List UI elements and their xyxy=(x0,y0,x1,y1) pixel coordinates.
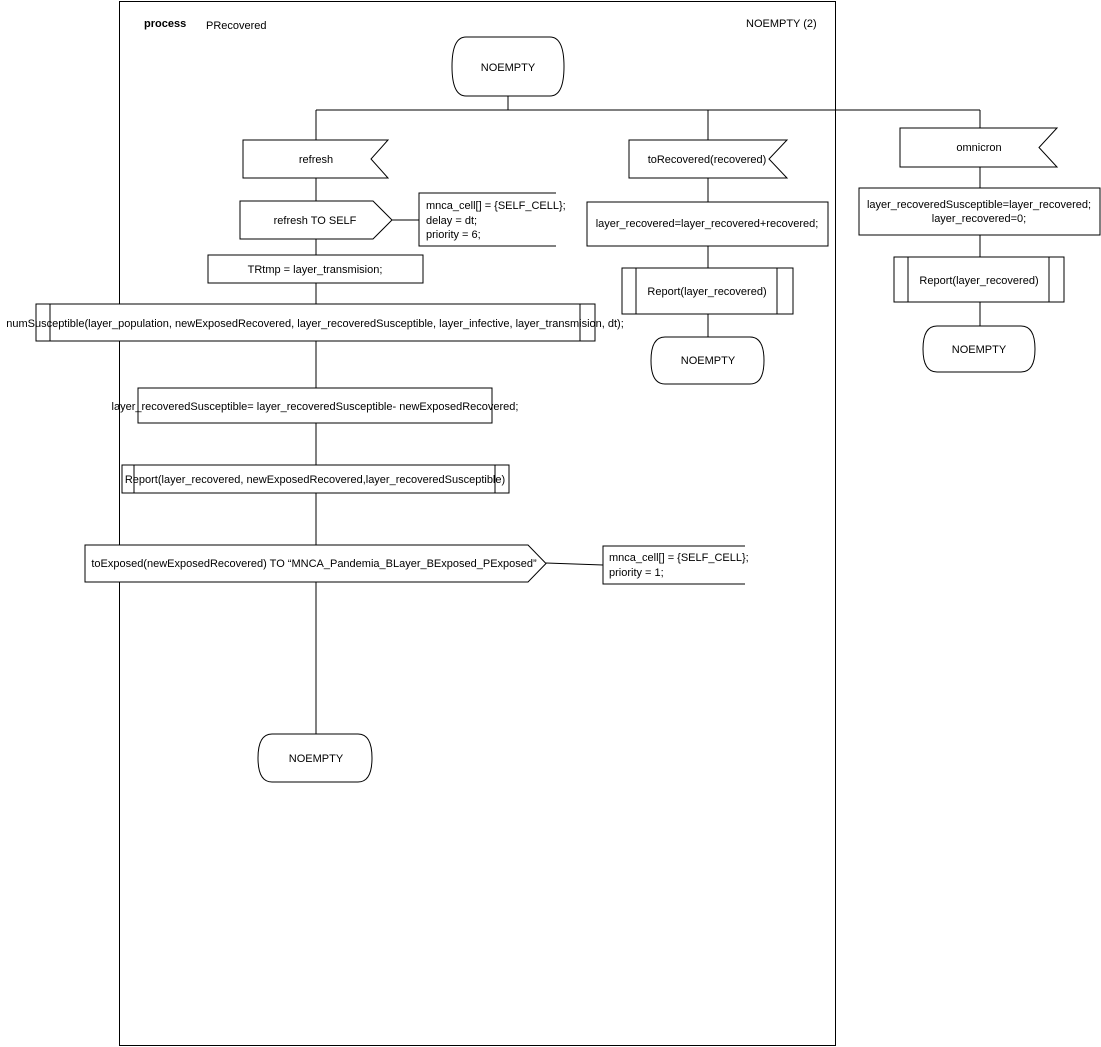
state-label: NOEMPTY xyxy=(289,753,344,765)
output-signal-shape xyxy=(84,544,547,583)
procedure-call-shape xyxy=(621,267,794,315)
input-signal-shape xyxy=(242,139,390,179)
task-label: layer_recovered=layer_recovered+recovere… xyxy=(596,218,819,230)
call-report-refresh[interactable]: Report(layer_recovered, newExposedRecove… xyxy=(121,464,510,494)
page-label: NOEMPTY (2) xyxy=(746,18,817,30)
process-frame xyxy=(119,1,836,1046)
state-shape xyxy=(451,36,565,97)
procedure-call-shape xyxy=(35,303,596,342)
task-shape xyxy=(207,254,424,284)
procedure-call-shape xyxy=(893,256,1065,303)
next-state-to-recovered[interactable]: NOEMPTY xyxy=(650,336,765,385)
task-update-susceptible[interactable]: layer_recoveredSusceptible= layer_recove… xyxy=(112,387,519,424)
procedure-call-shape xyxy=(121,464,510,494)
call-report-recovered[interactable]: Report(layer_recovered) xyxy=(621,267,794,315)
procedure-call-label: Report(layer_recovered) xyxy=(919,275,1038,287)
comment-line: priority = 6; xyxy=(426,229,481,241)
input-to-recovered[interactable]: toRecovered(recovered) xyxy=(628,139,789,179)
input-refresh[interactable]: refresh xyxy=(242,139,390,179)
task-label: layer_recoveredSusceptible= layer_recove… xyxy=(112,401,519,413)
process-name: PRecovered xyxy=(206,20,267,32)
comment-bracket xyxy=(602,545,745,585)
process-keyword: process xyxy=(144,18,186,30)
start-state[interactable]: NOEMPTY xyxy=(451,36,565,97)
comment-line: priority = 1; xyxy=(609,567,664,579)
comment-line: delay = dt; xyxy=(426,215,477,227)
task-shape xyxy=(858,187,1101,236)
input-signal-label: omnicron xyxy=(956,142,1001,154)
output-signal-shape xyxy=(239,200,393,240)
output-signal-label: toExposed(newExposedRecovered) TO “MNCA_… xyxy=(91,558,537,570)
procedure-call-label: numSusceptible(layer_population, newExpo… xyxy=(6,318,624,330)
task-label: TRtmp = layer_transmision; xyxy=(248,264,383,276)
comment-line: mnca_cell[] = {SELF_CELL}; xyxy=(426,200,566,212)
output-signal-label: refresh TO SELF xyxy=(274,215,357,227)
task-label: layer_recoveredSusceptible=layer_recover… xyxy=(867,199,1091,211)
task-omnicron[interactable]: layer_recoveredSusceptible=layer_recover… xyxy=(858,187,1101,236)
task-shape xyxy=(586,201,829,247)
next-state-omnicron[interactable]: NOEMPTY xyxy=(922,325,1036,373)
state-label: NOEMPTY xyxy=(952,344,1007,356)
input-signal-label: refresh xyxy=(299,154,333,166)
output-to-exposed[interactable]: toExposed(newExposedRecovered) TO “MNCA_… xyxy=(84,544,547,583)
input-signal-label: toRecovered(recovered) xyxy=(648,154,767,166)
input-signal-shape xyxy=(899,127,1059,168)
task-shape xyxy=(137,387,493,424)
comment-link xyxy=(545,562,604,566)
next-state-refresh[interactable]: NOEMPTY xyxy=(257,733,373,783)
comment-exposed: mnca_cell[] = {SELF_CELL}; priority = 1; xyxy=(602,545,749,585)
procedure-call-label: Report(layer_recovered) xyxy=(647,286,766,298)
task-label: layer_recovered=0; xyxy=(932,213,1026,225)
call-num-susceptible[interactable]: numSusceptible(layer_population, newExpo… xyxy=(6,303,624,342)
comment-bracket xyxy=(418,192,556,247)
input-signal-shape xyxy=(628,139,789,179)
state-label: NOEMPTY xyxy=(681,355,736,367)
state-shape xyxy=(922,325,1036,373)
task-recovered-sum[interactable]: layer_recovered=layer_recovered+recovere… xyxy=(586,201,829,247)
state-shape xyxy=(257,733,373,783)
input-omnicron[interactable]: omnicron xyxy=(899,127,1059,168)
comment-refresh: mnca_cell[] = {SELF_CELL}; delay = dt; p… xyxy=(418,192,566,247)
call-report-omnicron[interactable]: Report(layer_recovered) xyxy=(893,256,1065,303)
task-trtmp[interactable]: TRtmp = layer_transmision; xyxy=(207,254,424,284)
comment-line: mnca_cell[] = {SELF_CELL}; xyxy=(609,552,749,564)
state-shape xyxy=(650,336,765,385)
state-label: NOEMPTY xyxy=(481,62,536,74)
output-refresh-to-self[interactable]: refresh TO SELF xyxy=(239,200,393,240)
procedure-call-label: Report(layer_recovered, newExposedRecove… xyxy=(125,474,505,486)
